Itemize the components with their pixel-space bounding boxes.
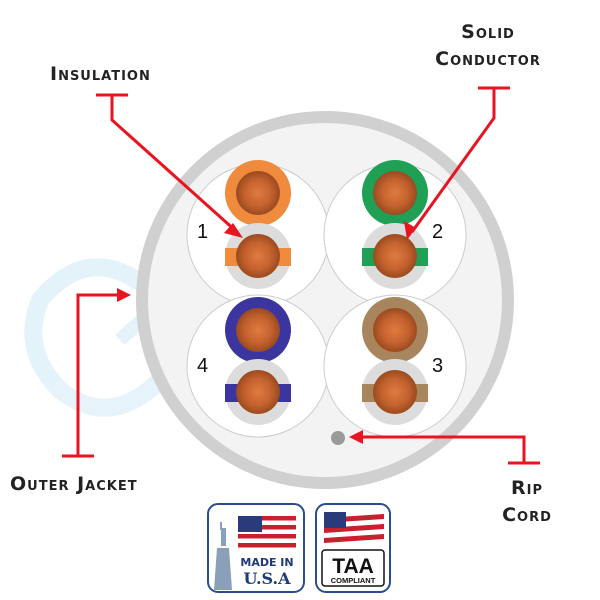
flag-icon xyxy=(324,512,384,551)
pair-2 xyxy=(362,160,428,289)
pair-1 xyxy=(225,160,291,289)
usa-flag-icon xyxy=(238,516,296,548)
compliant-text: COMPLIANT xyxy=(331,576,376,585)
pair-number-3: 3 xyxy=(432,355,443,377)
taa-compliant-badge: TAA COMPLIANT xyxy=(315,503,391,593)
rip-cord xyxy=(331,431,345,445)
usa-text: U.S.A xyxy=(243,569,291,588)
pair-number-1: 1 xyxy=(197,221,208,243)
made-in-usa-badge: MADE IN U.S.A xyxy=(207,503,305,593)
pair-3 xyxy=(362,297,428,425)
label-insulation: Insulation xyxy=(50,63,151,85)
pair-number-4: 4 xyxy=(197,355,208,377)
pair-4 xyxy=(225,297,291,425)
made-in-text: MADE IN xyxy=(240,556,293,569)
callout-arrowheads xyxy=(117,221,416,444)
label-rip-cord-line1: Rip xyxy=(511,477,543,499)
label-outer-jacket: Outer Jacket xyxy=(10,473,138,495)
pair-number-2: 2 xyxy=(432,221,443,243)
label-rip-cord-line2: Cord xyxy=(502,504,552,526)
label-solid-conductor-line1: Solid xyxy=(461,21,515,43)
statue-of-liberty-icon xyxy=(214,522,232,590)
taa-text: TAA xyxy=(332,555,374,578)
label-solid-conductor-line2: Conductor xyxy=(435,48,541,70)
outer-jacket xyxy=(136,111,514,489)
callout-lines xyxy=(62,86,540,465)
